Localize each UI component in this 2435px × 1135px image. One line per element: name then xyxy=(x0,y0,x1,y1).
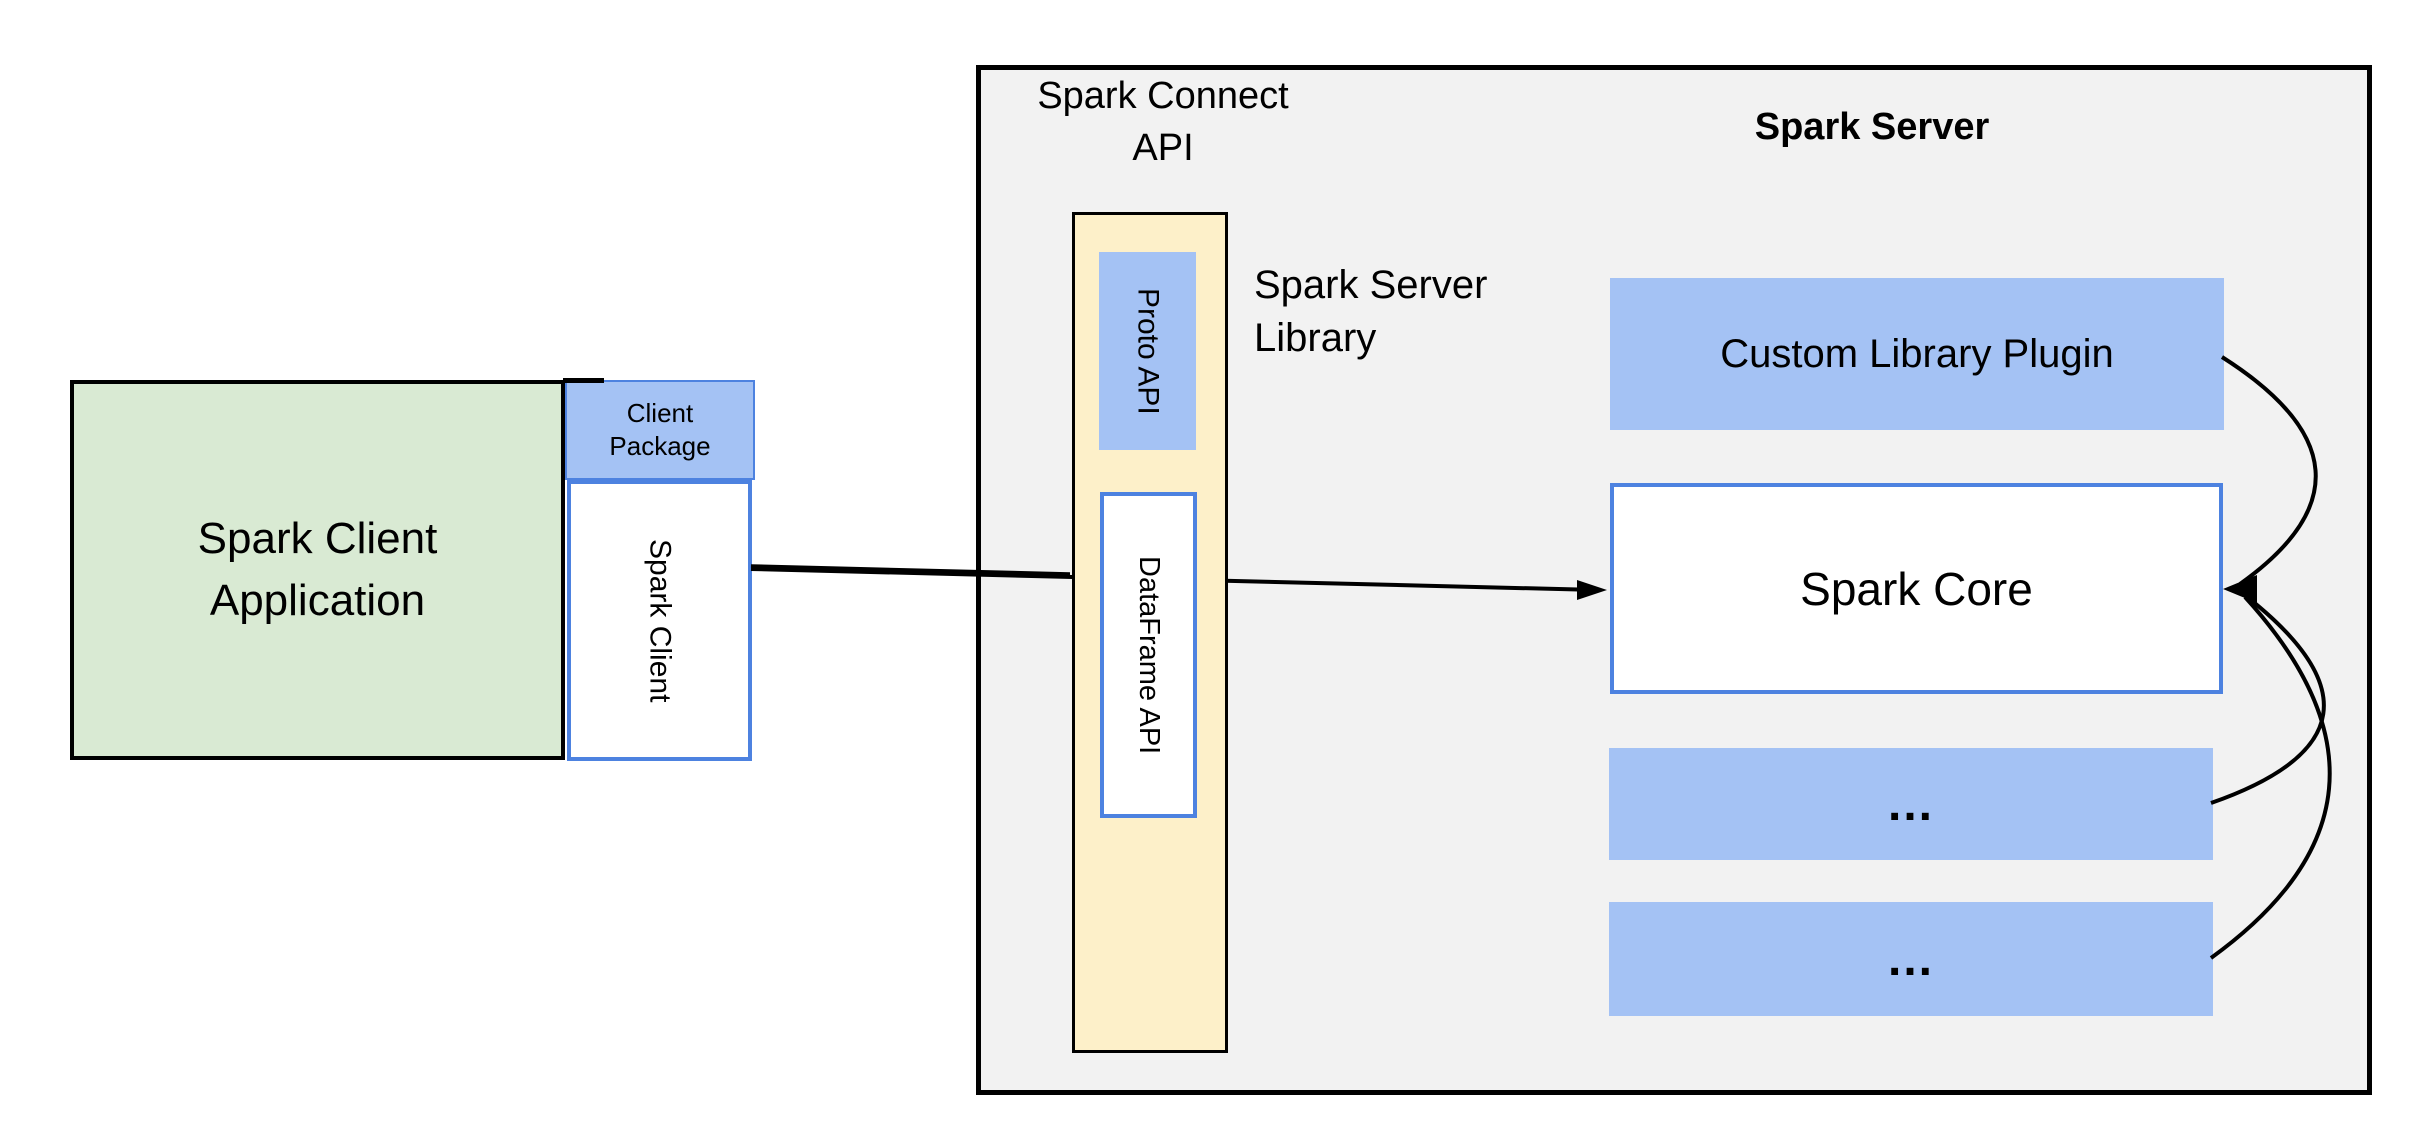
spark-core-box: Spark Core xyxy=(1610,483,2223,694)
client-package-box: Client Package xyxy=(565,380,755,480)
proto-api-box: Proto API xyxy=(1099,252,1196,450)
plugin-slot-box-2: ... xyxy=(1609,902,2213,1016)
plugin-slot-2-label: ... xyxy=(1887,932,1934,986)
custom-library-plugin-box: Custom Library Plugin xyxy=(1610,278,2224,430)
spark-server-title: Spark Server xyxy=(1754,106,1990,148)
client-package-label: Client Package xyxy=(609,398,711,461)
spark-core-label: Spark Core xyxy=(1800,562,2033,615)
spark-client-box: Spark Client xyxy=(567,480,752,761)
spark-server-library-label: Spark Server Library xyxy=(1254,263,1488,360)
custom-library-plugin-label: Custom Library Plugin xyxy=(1720,331,2114,376)
plugin-slot-box-1: ... xyxy=(1609,748,2213,860)
spark-client-application-label: Spark Client Application xyxy=(197,514,438,625)
spark-client-application-box: Spark Client Application xyxy=(70,380,565,760)
spark-client-label: Spark Client xyxy=(643,538,677,703)
plugin-slot-1-label: ... xyxy=(1887,777,1934,831)
dataframe-api-box: DataFrame API xyxy=(1100,492,1197,818)
dataframe-api-label: DataFrame API xyxy=(1133,555,1165,755)
proto-api-label: Proto API xyxy=(1131,287,1165,415)
spark-connect-api-label: Spark Connect API xyxy=(1037,75,1289,169)
green-box-border-stub xyxy=(563,378,604,383)
